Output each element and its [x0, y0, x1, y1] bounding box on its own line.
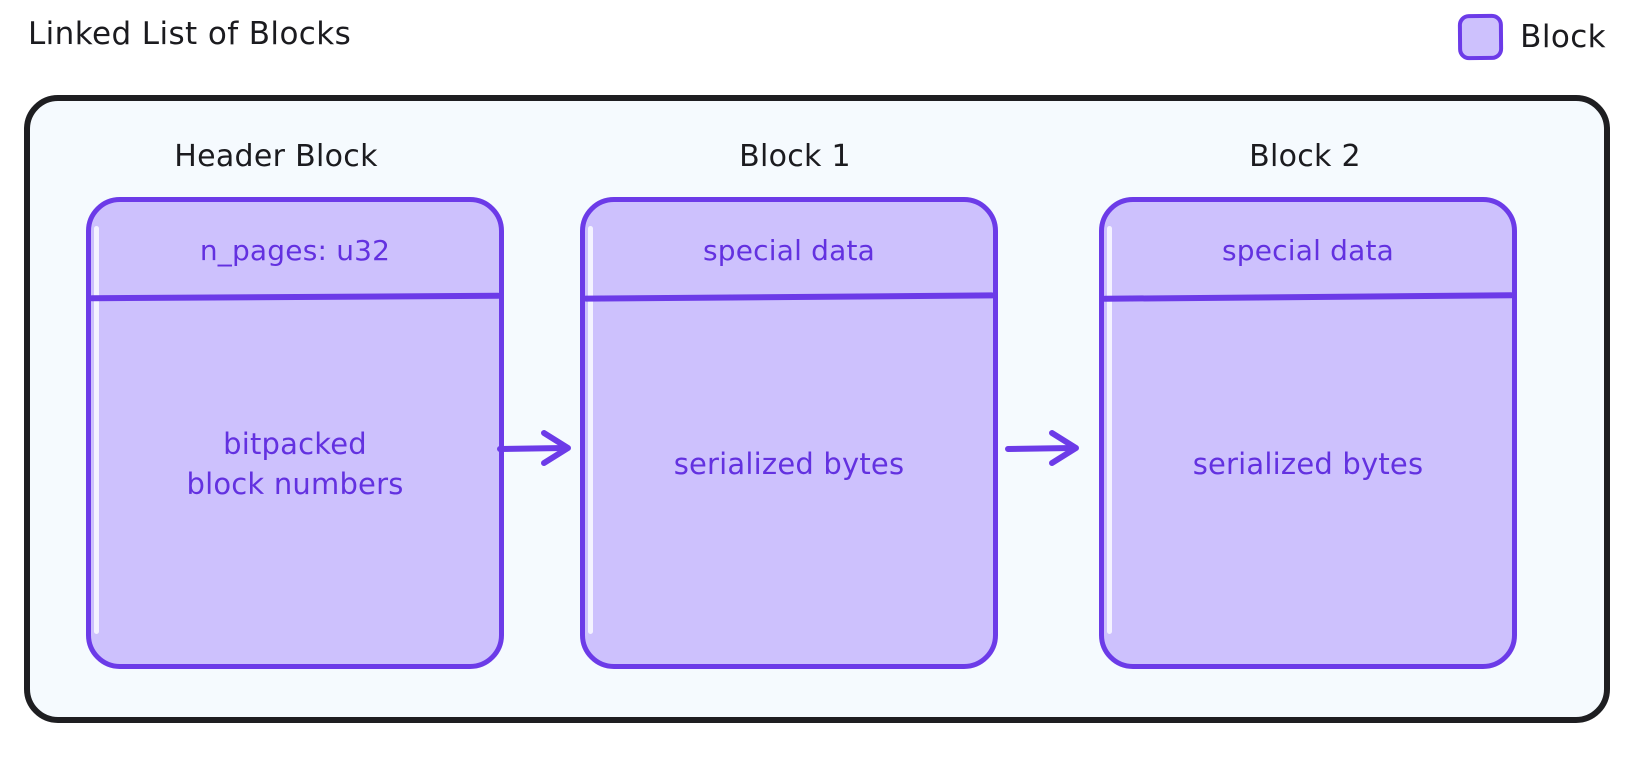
block-body-section: serialized bytes: [1104, 300, 1512, 664]
block-block-1[interactable]: special data serialized bytes: [580, 197, 998, 669]
block-body-text: serialized bytes: [1192, 446, 1424, 481]
block-header-section: special data: [585, 202, 993, 300]
arrow-right-icon: [497, 430, 571, 466]
block-swatch-icon: [1457, 13, 1504, 61]
page-title: Linked List of Blocks: [28, 16, 352, 52]
block-body-text: serialized bytes: [673, 446, 905, 481]
block-body-text: bitpacked block numbers: [186, 424, 403, 504]
connector-block1-to-block2: [1005, 423, 1086, 473]
block-caption: Block 2: [1249, 139, 1361, 174]
connector-header-to-block1: [497, 423, 578, 473]
block-body-section: bitpacked block numbers: [91, 300, 499, 664]
block-header-block[interactable]: n_pages: u32 bitpacked block numbers: [86, 197, 504, 669]
block-header-section: n_pages: u32: [91, 202, 499, 300]
block-head-text: special data: [702, 233, 876, 267]
legend: Block: [1457, 13, 1606, 61]
block-header-section: special data: [1104, 202, 1512, 300]
block-body-line-1: bitpacked: [223, 426, 367, 461]
legend-label: Block: [1520, 19, 1606, 55]
block-block-2[interactable]: special data serialized bytes: [1099, 197, 1517, 669]
block-head-text: n_pages: u32: [199, 233, 391, 267]
block-body-line-2: block numbers: [186, 467, 404, 501]
arrow-right-icon: [1005, 430, 1079, 466]
block-caption: Header Block: [174, 139, 378, 174]
block-caption: Block 1: [739, 139, 851, 174]
block-head-text: special data: [1221, 233, 1395, 267]
block-body-section: serialized bytes: [585, 300, 993, 664]
